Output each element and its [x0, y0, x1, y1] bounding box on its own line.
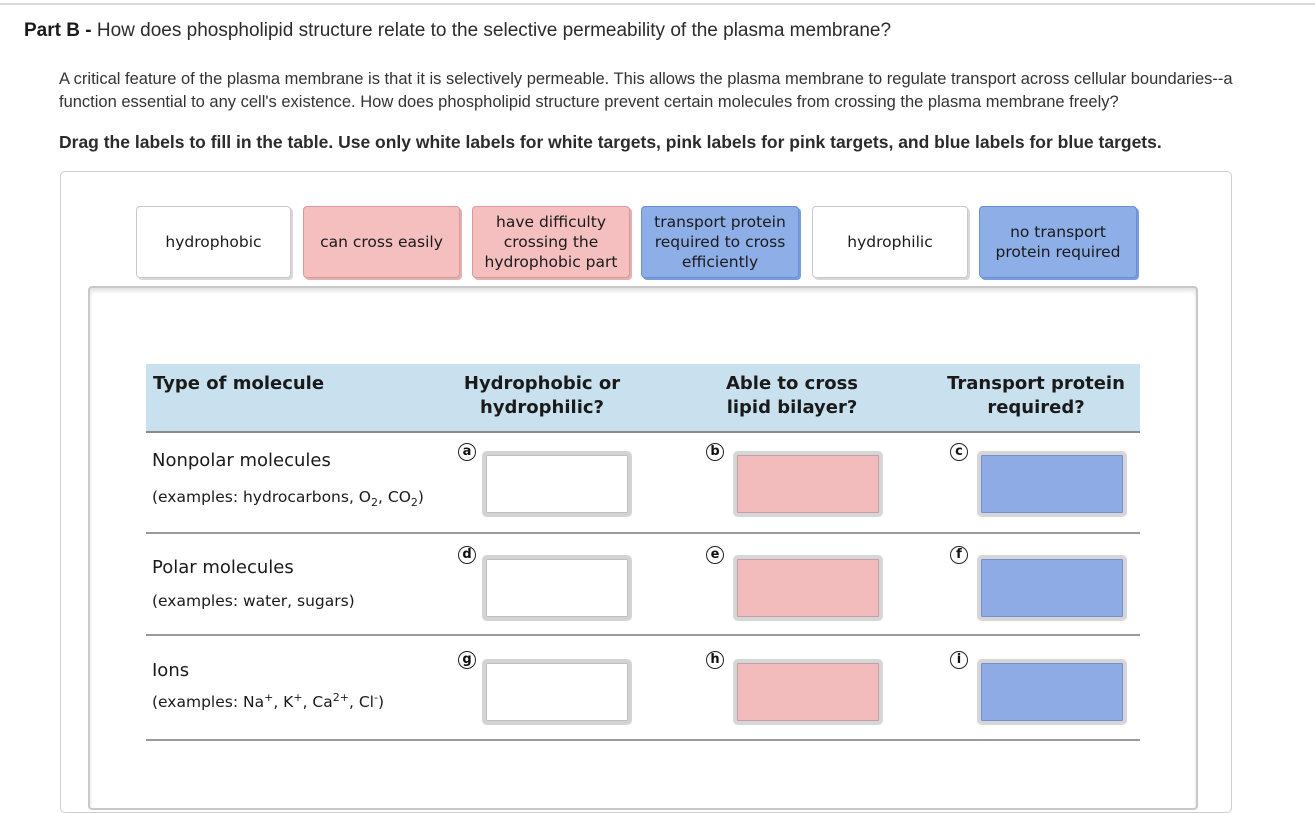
- intro-line-2: function essential to any cell's existen…: [59, 93, 1119, 111]
- label-hydrophobic[interactable]: hydrophobic: [136, 206, 291, 278]
- target-badge-a: a: [458, 443, 476, 461]
- drop-target-d[interactable]: [482, 555, 632, 621]
- label-can-cross-easily[interactable]: can cross easily: [303, 206, 460, 278]
- target-badge-d: d: [458, 546, 476, 564]
- drop-target-c[interactable]: [977, 451, 1127, 517]
- row-examples-ions: (examples: Na+, K+, Ca2+, Cl-): [152, 691, 384, 712]
- label-transport-protein-required[interactable]: transport protein required to cross effi…: [641, 206, 799, 278]
- row-name-ions: Ions: [152, 660, 190, 681]
- row-divider: [146, 532, 1140, 534]
- target-badge-g: g: [458, 651, 476, 669]
- drop-target-f[interactable]: [977, 555, 1127, 621]
- part-question: How does phospholipid structure relate t…: [96, 20, 892, 41]
- drop-target-e[interactable]: [733, 555, 883, 621]
- row-name-polar: Polar molecules: [152, 557, 294, 578]
- row-divider: [146, 634, 1140, 636]
- row-examples-nonpolar: (examples: hydrocarbons, O2, CO2): [152, 488, 424, 510]
- header-type-of-molecule: Type of molecule: [153, 373, 325, 394]
- intro-text: A critical feature of the plasma membran…: [59, 68, 1315, 114]
- drop-target-a[interactable]: [482, 451, 632, 517]
- header-hydrophobic-or-hydrophilic: Hydrophobic or hydrophilic?: [463, 373, 621, 418]
- instructions: Drag the labels to fill in the table. Us…: [59, 132, 1162, 152]
- table-bottom-border: [146, 739, 1140, 741]
- target-badge-f: f: [950, 546, 968, 564]
- drop-target-b[interactable]: [733, 451, 883, 517]
- label-no-transport-protein-required[interactable]: no transport protein required: [979, 206, 1137, 278]
- drop-target-g[interactable]: [482, 659, 632, 725]
- drop-target-i[interactable]: [977, 659, 1127, 725]
- row-examples-polar: (examples: water, sugars): [152, 592, 355, 610]
- drop-target-h[interactable]: [733, 659, 883, 725]
- target-badge-b: b: [706, 443, 724, 461]
- intro-line-1: A critical feature of the plasma membran…: [59, 70, 1233, 88]
- target-badge-c: c: [950, 443, 968, 461]
- label-hydrophilic[interactable]: hydrophilic: [812, 206, 968, 278]
- part-prefix: Part B -: [24, 20, 92, 41]
- target-badge-h: h: [706, 651, 724, 669]
- header-able-to-cross: Able to cross lipid bilayer?: [725, 373, 859, 418]
- row-name-nonpolar: Nonpolar molecules: [152, 450, 331, 471]
- target-badge-e: e: [706, 546, 724, 564]
- part-title: Part B - How does phospholipid structure…: [24, 20, 891, 42]
- top-divider: [0, 3, 1315, 5]
- table-header: Type of molecule Hydrophobic or hydrophi…: [146, 364, 1140, 433]
- header-transport-protein-required: Transport protein required?: [947, 373, 1125, 418]
- label-have-difficulty-crossing[interactable]: have difficulty crossing the hydrophobic…: [472, 206, 630, 278]
- target-badge-i: i: [950, 651, 968, 669]
